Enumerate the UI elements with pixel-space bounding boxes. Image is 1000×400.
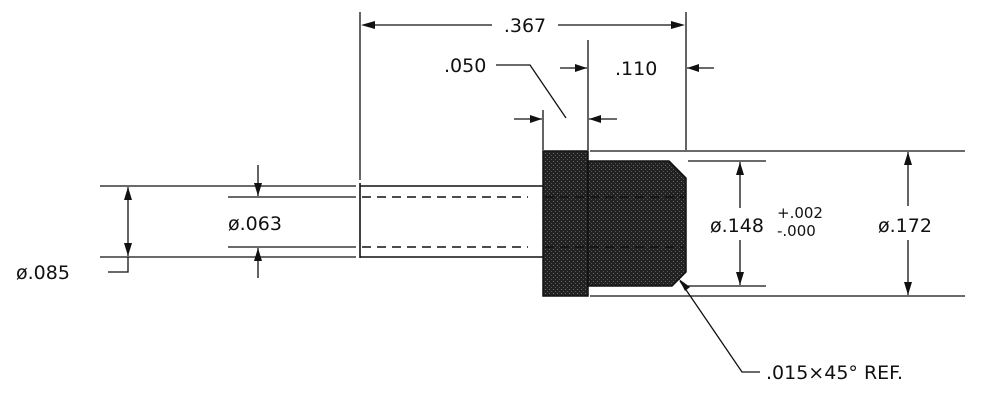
- arrowhead: [904, 282, 912, 295]
- arrowhead: [254, 183, 262, 196]
- head-tolerance-minus: -.000: [777, 222, 816, 240]
- arrowhead: [124, 243, 132, 256]
- arrowhead: [736, 162, 744, 175]
- chamfer-callout: .015×45° REF.: [679, 279, 903, 384]
- tube-diameter-label: ø.085: [16, 262, 70, 284]
- arrowhead: [361, 21, 375, 29]
- arrowhead: [254, 248, 262, 261]
- flange-width-leader: [496, 64, 567, 119]
- arrowhead: [687, 64, 699, 72]
- arrowhead: [904, 152, 912, 165]
- arrowhead: [124, 187, 132, 200]
- flange-width-label: .050: [444, 55, 486, 77]
- flange-diameter-label: ø.172: [878, 215, 932, 237]
- flange-section: [542, 150, 589, 297]
- tube-diameter-dimension: ø.085: [16, 185, 356, 284]
- bore-diameter-dimension: ø.063: [228, 165, 356, 278]
- shoulder-length-label: .110: [615, 58, 657, 80]
- head-diameter-dimension: ø.148 +.002 -.000: [688, 160, 823, 287]
- tube-diameter-leader: [108, 257, 129, 273]
- shoulder-length-dimension: .110: [560, 58, 714, 80]
- arrowhead: [589, 115, 601, 123]
- flange-diameter-dimension: ø.172: [590, 150, 965, 297]
- head-tolerance-plus: +.002: [777, 204, 823, 222]
- part-body: [359, 150, 687, 297]
- arrowhead: [530, 115, 542, 123]
- head-section: [587, 160, 687, 287]
- arrowhead: [679, 279, 690, 291]
- arrowhead: [736, 272, 744, 285]
- bore-diameter-label: ø.063: [228, 213, 282, 235]
- chamfer-label: .015×45° REF.: [766, 362, 903, 384]
- arrowhead: [671, 21, 685, 29]
- overall-length-dimension: .367: [359, 12, 687, 180]
- arrowhead: [575, 64, 587, 72]
- chamfer-leader: [679, 280, 760, 373]
- head-diameter-label: ø.148: [710, 215, 764, 237]
- overall-length-label: .367: [504, 15, 546, 37]
- flange-width-dimension: .050: [444, 40, 617, 150]
